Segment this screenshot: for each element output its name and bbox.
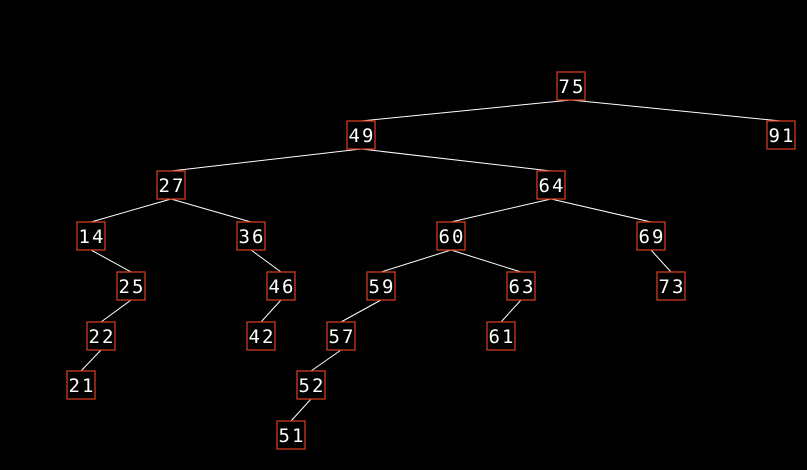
- tree-edge: [90, 249, 132, 273]
- tree-node-box: [66, 370, 96, 400]
- tree-edge: [170, 198, 252, 223]
- tree-node-box: [366, 271, 396, 301]
- tree-node: 14: [76, 221, 106, 251]
- tree-node-label: 60: [439, 226, 466, 248]
- tree-node-label: 42: [249, 326, 276, 348]
- tree-edge: [500, 299, 522, 323]
- tree-node: 51: [276, 420, 306, 450]
- tree-node-label: 61: [489, 326, 516, 348]
- tree-node-label: 59: [369, 276, 396, 298]
- tree-node-label: 22: [89, 326, 116, 348]
- tree-node-label: 63: [509, 276, 536, 298]
- tree-node-label: 46: [269, 276, 296, 298]
- tree-node-label: 69: [639, 226, 666, 248]
- tree-edge: [100, 299, 132, 323]
- tree-node-label: 73: [659, 276, 686, 298]
- tree-node-box: [236, 221, 266, 251]
- tree-node: 75: [556, 71, 586, 101]
- tree-node-label: 49: [349, 125, 376, 147]
- tree-node: 21: [66, 370, 96, 400]
- tree-edge: [360, 148, 552, 172]
- tree-node: 63: [506, 271, 536, 301]
- tree-node-label: 57: [329, 326, 356, 348]
- tree-node-box: [156, 170, 186, 200]
- tree-edge: [310, 349, 342, 372]
- tree-edge: [570, 99, 782, 122]
- tree-edge: [170, 148, 362, 172]
- tree-node: 60: [436, 221, 466, 251]
- tree-node-box: [436, 221, 466, 251]
- tree-edge: [450, 249, 522, 273]
- tree-node-label: 64: [539, 175, 566, 197]
- tree-node-label: 14: [79, 226, 106, 248]
- tree-node-box: [636, 221, 666, 251]
- tree-node-box: [326, 321, 356, 351]
- tree-node: 49: [346, 120, 376, 150]
- tree-edge: [90, 198, 172, 223]
- tree-edge: [360, 99, 572, 122]
- tree-node-box: [86, 321, 116, 351]
- tree-node: 64: [536, 170, 566, 200]
- tree-node-label: 21: [69, 375, 96, 397]
- tree-node-label: 27: [159, 175, 186, 197]
- tree-node-box: [246, 321, 276, 351]
- tree-edge: [650, 249, 672, 273]
- tree-node-box: [536, 170, 566, 200]
- tree-nodes: 75 49 91 27 64 14 36 60 69 25 46 59 63 73 22 42 57 61 21 52…: [66, 71, 796, 450]
- tree-node-box: [556, 71, 586, 101]
- tree-node-label: 75: [559, 76, 586, 98]
- tree-node-box: [486, 321, 516, 351]
- tree-edge: [80, 349, 102, 372]
- tree-node: 91: [766, 120, 796, 150]
- tree-edge: [550, 198, 652, 223]
- tree-node: 52: [296, 370, 326, 400]
- tree-node-box: [116, 271, 146, 301]
- tree-node: 36: [236, 221, 266, 251]
- tree-node-label: 51: [279, 425, 306, 447]
- tree-edge: [260, 299, 282, 323]
- tree-node: 46: [266, 271, 296, 301]
- tree-node-box: [346, 120, 376, 150]
- tree-node-label: 36: [239, 226, 266, 248]
- tree-edge: [450, 198, 552, 223]
- tree-node: 22: [86, 321, 116, 351]
- tree-node: 69: [636, 221, 666, 251]
- tree-node-box: [76, 221, 106, 251]
- tree-node-box: [766, 120, 796, 150]
- tree-node: 61: [486, 321, 516, 351]
- tree-edge: [290, 398, 312, 422]
- tree-edge: [250, 249, 282, 273]
- tree-edge: [380, 249, 452, 273]
- tree-node-box: [296, 370, 326, 400]
- tree-node: 73: [656, 271, 686, 301]
- tree-edge: [340, 299, 382, 323]
- tree-node-label: 52: [299, 375, 326, 397]
- tree-node-box: [276, 420, 306, 450]
- tree-node-label: 25: [119, 276, 146, 298]
- tree-node: 27: [156, 170, 186, 200]
- tree-node-box: [266, 271, 296, 301]
- tree-node: 59: [366, 271, 396, 301]
- tree-node-box: [506, 271, 536, 301]
- tree-node: 57: [326, 321, 356, 351]
- tree-node: 42: [246, 321, 276, 351]
- tree-node-label: 91: [769, 125, 796, 147]
- tree-edges: [80, 99, 782, 422]
- tree-node-box: [656, 271, 686, 301]
- tree-node: 25: [116, 271, 146, 301]
